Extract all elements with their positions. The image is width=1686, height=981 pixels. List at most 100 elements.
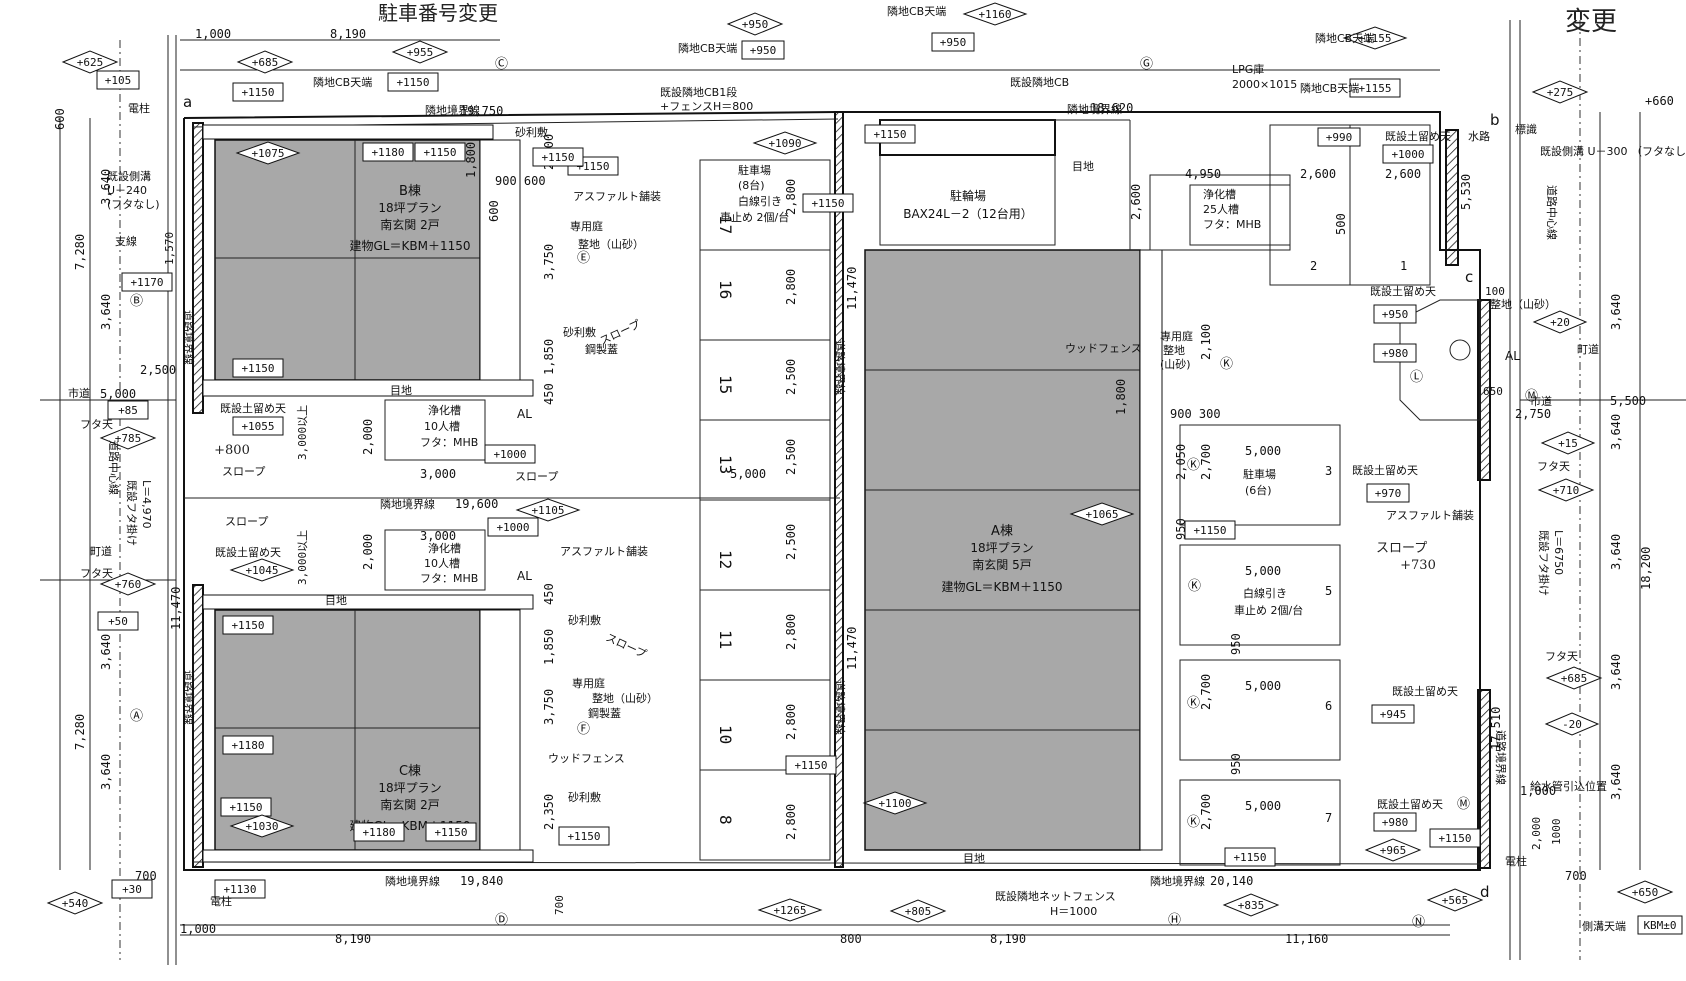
level-text: +1030 — [245, 820, 278, 833]
dim-b-600: 600 — [487, 200, 501, 222]
machi-a: 町道 — [90, 544, 112, 558]
level-box — [1373, 812, 1417, 832]
level-l1150p: +1150 — [1429, 828, 1481, 848]
level-diamond — [1426, 888, 1484, 912]
level-text: +760 — [115, 578, 142, 591]
level-text: +1170 — [130, 276, 163, 289]
level-l1180b: +1180 — [222, 735, 274, 755]
level-text: +950 — [742, 18, 769, 31]
level-l85: +85 — [107, 400, 149, 420]
level-text: +950 — [1382, 308, 1409, 321]
doro-kyokai-b: 道路境界線 — [182, 670, 196, 725]
dim-bot-11160: 11,160 — [1285, 932, 1328, 946]
senyoutei-b: 専用庭 — [572, 676, 605, 690]
level-l30: +30 — [111, 879, 153, 899]
slope-b: スロープ — [225, 515, 268, 528]
level-l1150b: +1150 — [387, 72, 439, 92]
level-diamond — [1544, 712, 1600, 736]
level-diamond — [1537, 478, 1595, 502]
level-diamond — [962, 2, 1028, 26]
level-text: +1000 — [496, 521, 529, 534]
wood-fence-a: ウッドフェンス — [1065, 342, 1142, 355]
doro-kyokai-a: 道路境界線 — [182, 310, 196, 365]
level-box — [107, 400, 149, 420]
dim-left-11470: 11,470 — [169, 587, 183, 630]
dim-right-3640-b: 3,640 — [1609, 414, 1623, 450]
dim-lot-11470a: 11,470 — [845, 267, 859, 310]
level-box — [1366, 483, 1410, 503]
level-diamond — [1540, 431, 1596, 455]
level-text: +1180 — [371, 146, 404, 159]
grid-C: Ⓒ — [495, 57, 508, 72]
dim-e-2700a: 2,700 — [1199, 444, 1213, 480]
shisen: 支線 — [115, 234, 137, 248]
level-text: +1150 — [434, 826, 467, 839]
level-text: +800 — [214, 443, 250, 458]
level-text: +1150 — [241, 362, 274, 375]
level-text: +275 — [1547, 86, 1574, 99]
level-text: +1150 — [541, 151, 574, 164]
level-l1150a: +1150 — [232, 82, 284, 102]
grid-G: Ⓖ — [1140, 57, 1153, 72]
futaten-c: フタ天 — [1537, 460, 1570, 473]
denchu-c: 電柱 — [1505, 854, 1527, 868]
level-l685b: +685 — [1545, 666, 1603, 690]
doro-kyokai-c: 道路境界線 — [833, 340, 847, 395]
stall-16: 16 — [716, 280, 735, 299]
dim-right-660: +660 — [1645, 94, 1674, 108]
stall-e7: 7 — [1325, 811, 1332, 825]
rinchi-kyokai-d: 隣地境界線 — [385, 874, 440, 888]
koseisa-b: 鋼製蓋 — [588, 706, 621, 720]
building-b-title: B棟 — [399, 184, 421, 199]
parking-e-l2: (6台) — [1245, 483, 1272, 497]
level-box — [232, 416, 284, 436]
level-diamond — [752, 131, 818, 155]
level-text: +730 — [1400, 558, 1436, 573]
rinchi-cb-d: 隣地CB天端 — [1315, 31, 1374, 45]
slope-c: スロープ — [515, 470, 558, 483]
kisetsu-dodome-d: 既設土留め天 — [1370, 284, 1436, 298]
slope-hw: スロープ — [1376, 541, 1427, 556]
dim-right-3640-c: 3,640 — [1609, 534, 1623, 570]
level-diamond — [1364, 838, 1422, 862]
handwritten-corner: 変更 — [1565, 7, 1617, 37]
level-box — [1429, 828, 1481, 848]
dim-e-950b: 950 — [1229, 633, 1243, 655]
level-box — [387, 72, 439, 92]
dim-lot-2800a: 2,800 — [784, 179, 798, 215]
kisetsu-cb: 既設隣地CB — [1010, 75, 1069, 89]
level-text: +950 — [750, 44, 777, 57]
stall-e2: 2 — [1310, 259, 1317, 273]
dim-c-450: 450 — [542, 583, 556, 605]
level-text: +1150 — [423, 146, 456, 159]
dim-s-2000a: 2,000 — [361, 419, 375, 455]
septic-tanks — [384, 184, 1291, 591]
dim-right-3640-d: 3,640 — [1609, 654, 1623, 690]
level-box — [1373, 304, 1417, 324]
dim-mid-19600: 19,600 — [455, 497, 498, 511]
kisetsu-dodome-a: 既設土留め天 — [220, 401, 286, 415]
dim-bot-20140: 20,140 — [1210, 874, 1253, 888]
level-l1150i: +1150 — [558, 826, 610, 846]
level-text: +1000 — [493, 448, 526, 461]
kisetsu-sokko-r: 既設側溝 U－300 （フタなし） — [1540, 144, 1686, 158]
parking-w-l4: 車止め 2個/台 — [720, 210, 789, 224]
level-text: +105 — [105, 74, 132, 87]
jarishiki-d: 砂利敷 — [568, 790, 601, 804]
dim-right-650: 650 — [1483, 385, 1503, 398]
level-l1150g: +1150 — [220, 797, 272, 817]
al-a: AL — [517, 407, 532, 421]
futa-kake-r: 既設フタ掛け — [1537, 530, 1551, 596]
grid-E: Ⓔ — [577, 251, 590, 266]
rinchi-cb-b: 隣地CB天端 — [678, 41, 737, 55]
grid-M1: Ⓜ — [1525, 389, 1538, 404]
level-text: +625 — [77, 56, 104, 69]
machi-b: 町道 — [1577, 342, 1599, 356]
level-text: +710 — [1553, 484, 1580, 497]
jokaso-10a3: フタ：MHB — [420, 436, 478, 449]
level-box — [97, 611, 139, 631]
grid-D: Ⓓ — [495, 913, 508, 928]
doro-chushin-b: 道路中心線 — [1545, 185, 1559, 240]
level-text: +950 — [940, 36, 967, 49]
